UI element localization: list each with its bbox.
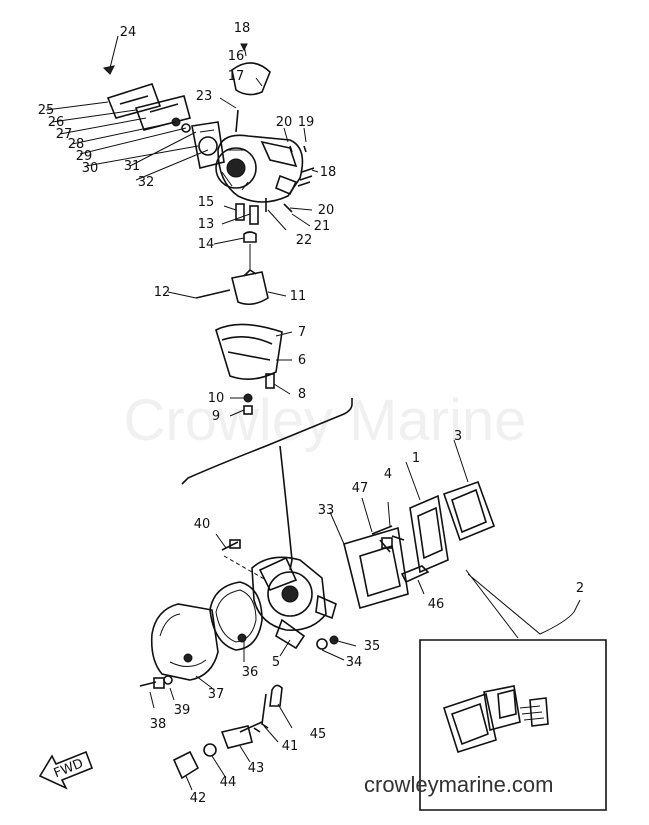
callout-39: 39 [174,703,191,718]
callout-20: 20 [318,203,335,218]
callout-46: 46 [428,597,445,612]
callout-23: 23 [196,89,213,104]
callout-11: 11 [290,289,307,304]
detail-inset-box [419,639,607,811]
callout-6: 6 [298,353,306,368]
lower-carburetor-assembly [139,480,496,780]
callout-22: 22 [296,233,313,248]
callout-9: 9 [212,409,220,424]
callout-26: 26 [48,115,65,130]
callout-17: 17 [228,69,245,84]
callout-19: 19 [298,115,315,130]
watermark: Crowley Marine [124,388,527,453]
callout-27: 27 [56,127,73,142]
callout-13: 13 [198,217,215,232]
callout-33: 33 [318,503,335,518]
callout-1: 1 [412,451,420,466]
callout-4: 4 [384,467,392,482]
callout-31: 31 [124,159,141,174]
callout-45: 45 [310,727,327,742]
callout-25: 25 [38,103,55,118]
lower-leader-lines [149,439,581,791]
upper-carburetor-assembly [106,43,315,415]
callout-3: 3 [454,429,462,444]
callout-38: 38 [150,717,167,732]
callout-2: 2 [576,581,584,596]
callout-34: 34 [346,655,363,670]
callout-32: 32 [138,175,155,190]
callout-5: 5 [272,655,280,670]
callout-43: 43 [248,761,265,776]
linkage-line [181,398,353,571]
callout-16: 16 [228,49,245,64]
callout-47: 47 [352,481,369,496]
callout-7: 7 [298,325,306,340]
callout-37: 37 [208,687,225,702]
callout-40: 40 [194,517,211,532]
callout-18: 18 [320,165,337,180]
callout-15: 15 [198,195,215,210]
callout-29: 29 [76,149,93,164]
callout-8: 8 [298,387,306,402]
callout-14: 14 [198,237,215,252]
callout-44: 44 [220,775,237,790]
callout-30: 30 [82,161,99,176]
callout-21: 21 [314,219,331,234]
callout-12: 12 [154,285,171,300]
callout-35: 35 [364,639,381,654]
callout-28: 28 [68,137,85,152]
site-url: crowleymarine.com [364,772,554,797]
fwd-arrow: FWD [38,750,94,790]
callout-20: 20 [276,115,293,130]
callout-42: 42 [190,791,207,806]
upper-leader-lines [45,35,319,417]
callout-10: 10 [208,391,225,406]
callout-41: 41 [282,739,299,754]
callout-18: 18 [234,21,251,36]
callout-36: 36 [242,665,259,680]
callout-24: 24 [120,25,137,40]
